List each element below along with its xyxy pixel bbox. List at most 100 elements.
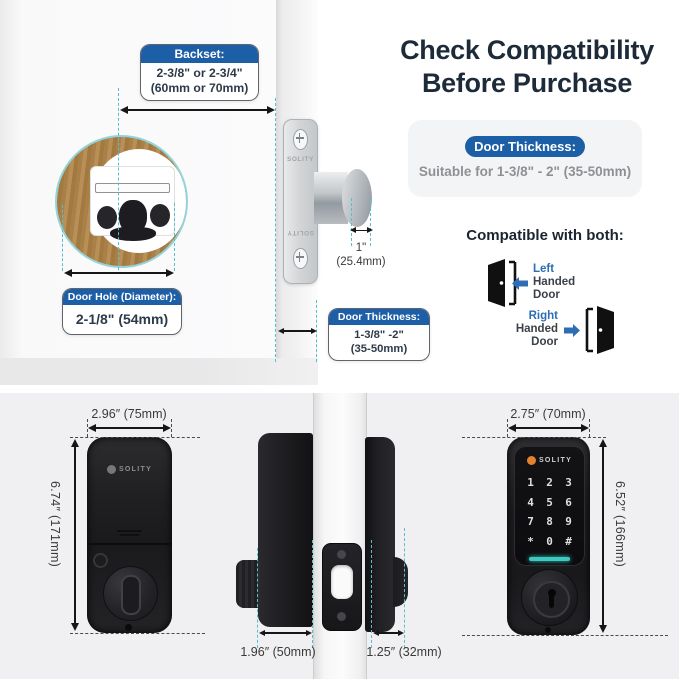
interior-lock-logo: SOLITY [87, 465, 172, 474]
keypad-key: 9 [565, 515, 572, 528]
plate-screw-top [293, 129, 308, 150]
keyhole-icon [547, 589, 556, 597]
keypad-key: 1 [527, 476, 534, 489]
exterior-height-label: 6.52″ (166mm) [613, 481, 627, 568]
brand-logo-icon [106, 465, 116, 474]
right-word-3: Door [531, 336, 558, 348]
dash-line [589, 419, 590, 437]
side-exterior-unit [365, 437, 395, 632]
knob-right [150, 204, 170, 227]
door-hole-value: 2-1/8" (54mm) [75, 311, 169, 327]
latch-hub-base [110, 227, 156, 241]
interior-width-arrow [88, 423, 171, 433]
dash-line [507, 419, 508, 437]
thumbturn [103, 566, 158, 621]
side-exterior-arrow [373, 629, 404, 638]
key-cylinder [521, 569, 578, 626]
bottom-screw [545, 627, 551, 633]
dash-line [87, 419, 88, 437]
side-thumbturn-knob [236, 560, 260, 608]
door-thickness-card: Door Thickness: Suitable for 1-3/8" - 2"… [408, 120, 642, 197]
exterior-height-arrow [598, 439, 608, 633]
dash-line [371, 540, 372, 648]
latch-plate: SOLITY SOLITY [283, 119, 318, 284]
side-interior-arrow [259, 629, 312, 638]
knob-left [97, 206, 117, 229]
bolt-arrow [350, 226, 373, 235]
keypad-key: 3 [565, 476, 572, 489]
backset-value-2: (60mm or 70mm) [150, 81, 249, 95]
title-line-1: Check Compatibility [400, 35, 654, 65]
right-handed-door-icon [585, 306, 614, 354]
left-word-2: Handed [533, 276, 576, 288]
thickness-arrow [278, 327, 317, 336]
side-exterior-label: 1.25″ (32mm) [366, 645, 442, 659]
strike-hole [331, 565, 353, 599]
door-thickness-card-text: Suitable for 1-3/8" - 2" (35-50mm) [418, 164, 632, 179]
bottom-screw [125, 624, 132, 631]
dash-line [70, 633, 205, 634]
keypad-key: 7 [527, 515, 534, 528]
latch-slot [95, 183, 170, 193]
door-hole-badge: Door Hole (Diameter): 2-1/8" (54mm) [62, 288, 182, 335]
interior-width-label: 2.96″ (75mm) [91, 407, 167, 421]
dash-hole-left [62, 205, 63, 271]
keypad-key: 5 [546, 495, 553, 509]
cover-seam [87, 543, 172, 545]
floor-shadow [0, 358, 318, 385]
brand-logo-text: SOLITY [538, 457, 573, 464]
keypad-lock-logo: SOLITY [515, 456, 584, 465]
dash-line [257, 548, 258, 648]
key-cylinder-core [533, 581, 570, 618]
door-thickness-value-1: 1-3/8" -2" [354, 329, 404, 341]
brand-logo-icon [526, 456, 536, 465]
dash-backset-right [275, 98, 276, 362]
keypad-key: 2 [546, 476, 553, 489]
left-handed-label: Left Handed Door [533, 263, 575, 302]
backset-badge-label: Backset: [141, 45, 258, 63]
door-thickness-badge: Door Thickness: 1-3/8" -2" (35-50mm) [328, 308, 430, 361]
keypad-key: 6 [565, 495, 572, 509]
door-thickness-badge-label: Door Thickness: [329, 309, 429, 325]
compatible-heading: Compatible with both: [466, 227, 624, 244]
door-thickness-pill: Door Thickness: [465, 136, 585, 157]
thumbturn-bar [120, 575, 141, 615]
keypad-panel: SOLITY 1 2 3 4 5 6 7 8 9 * 0 # [514, 446, 585, 566]
page-title: Check Compatibility Before Purchase [385, 34, 669, 100]
dash-hole-right [174, 203, 175, 271]
strike-screw-top [337, 550, 346, 559]
dash-backset-left [118, 88, 119, 270]
dash-line [70, 437, 200, 438]
strike-screw-bottom [337, 612, 346, 621]
title-line-2: Before Purchase [421, 68, 633, 98]
dash-line [462, 635, 668, 636]
left-arrow-icon [512, 277, 528, 290]
plate-brand-text: SOLITY [286, 156, 315, 163]
keypad-key: 0 [546, 534, 553, 548]
backset-arrow [120, 105, 275, 115]
plate-brand-text-flipped: SOLITY [286, 229, 315, 236]
reset-button [93, 553, 108, 568]
exterior-width-arrow [508, 423, 589, 433]
backset-value-1: 2-3/8" or 2-3/4" [156, 66, 243, 80]
keypad: 1 2 3 4 5 6 7 8 9 * 0 # [521, 473, 578, 551]
dash-line [312, 540, 313, 648]
keypad-key: # [565, 534, 572, 548]
right-word-2: Handed [515, 323, 558, 335]
exterior-width-label: 2.75″ (70mm) [510, 407, 586, 421]
plate-screw-bottom [293, 248, 308, 269]
right-word-1: Right [528, 310, 558, 322]
side-cylinder-bump [393, 557, 408, 607]
right-arrow-icon [564, 324, 580, 337]
deadbolt-tip [342, 169, 372, 227]
keypad-key: 4 [527, 495, 534, 509]
bottom-door-slab [313, 393, 367, 679]
dash-bolt-right [370, 198, 371, 246]
left-word-3: Door [533, 289, 560, 301]
right-handed-label: Right Handed Door [498, 310, 558, 349]
door-hole-arrow [64, 268, 174, 278]
keyhole-slot [549, 595, 554, 608]
keypad-lock: SOLITY 1 2 3 4 5 6 7 8 9 * 0 # [507, 437, 590, 635]
door-hole-badge-label: Door Hole (Diameter): [63, 289, 181, 305]
